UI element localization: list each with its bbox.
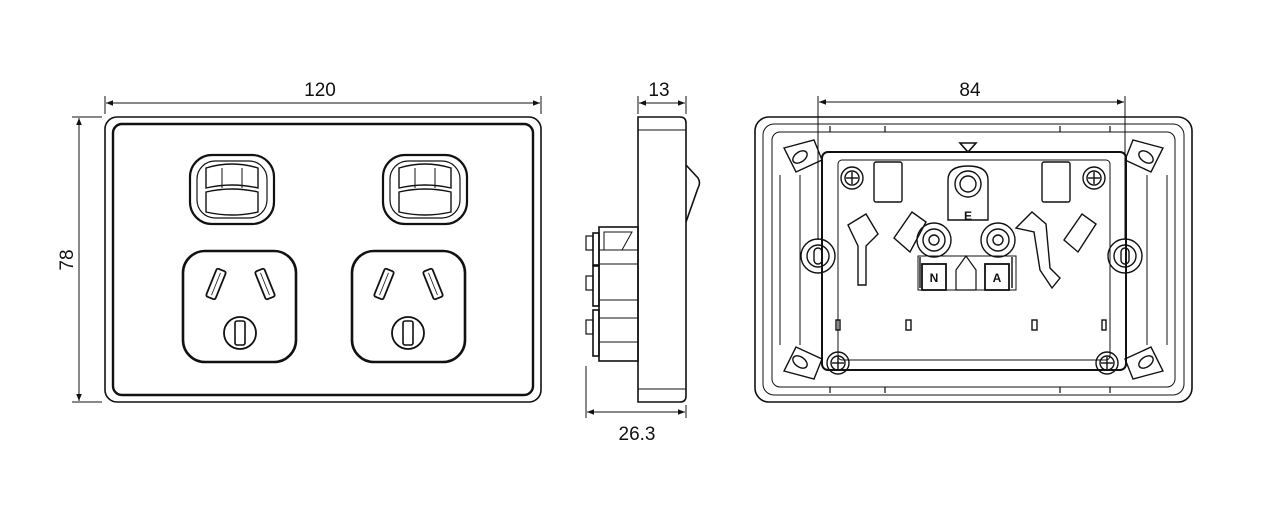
screw-tl [840,166,864,190]
side-total-depth-dimension [585,366,687,418]
pin-blade-left [847,213,879,286]
front-plate-inner [111,122,535,397]
side-view [585,96,701,418]
pin-blade-right [1063,213,1097,254]
front-height-dimension [72,116,102,403]
side-plate [637,116,687,403]
screw-bl [826,351,850,375]
socket-right [350,249,467,364]
front-height-label: 78 [57,249,78,270]
corner-slot-tr [1124,139,1165,173]
rear-mounting-label: 84 [959,80,981,101]
earth-terminal [947,142,989,221]
active-terminal [980,222,1016,291]
pin-blade-mid-left [893,211,927,254]
side-depth-label: 13 [648,80,669,101]
rear-plate-outer [754,116,1193,403]
switch-right [381,153,469,226]
rear-mounting-dimension [817,96,1126,240]
front-plate-outer [104,116,542,403]
front-width-label: 120 [304,80,336,101]
corner-slot-bl [782,346,823,380]
socket-left [181,249,298,364]
mounting-hole-left [800,238,836,274]
earth-label: E [964,209,972,223]
side-total-depth-label: 26.3 [619,424,656,445]
side-depth-dimension [637,96,687,114]
side-switch-rocker [685,164,701,223]
screw-tr [1082,166,1106,190]
active-label: A [993,271,1002,285]
pin-blade-mid-right [1014,211,1061,290]
corner-slot-tl [782,139,823,173]
rear-view [754,96,1193,403]
screw-br [1095,351,1119,375]
rear-cavity [821,151,1127,371]
side-mechanism [585,226,639,362]
switch-left [188,153,276,226]
neutral-label: N [930,271,939,285]
corner-slot-br [1124,346,1165,380]
front-width-dimension [104,96,542,114]
front-view [72,96,542,403]
